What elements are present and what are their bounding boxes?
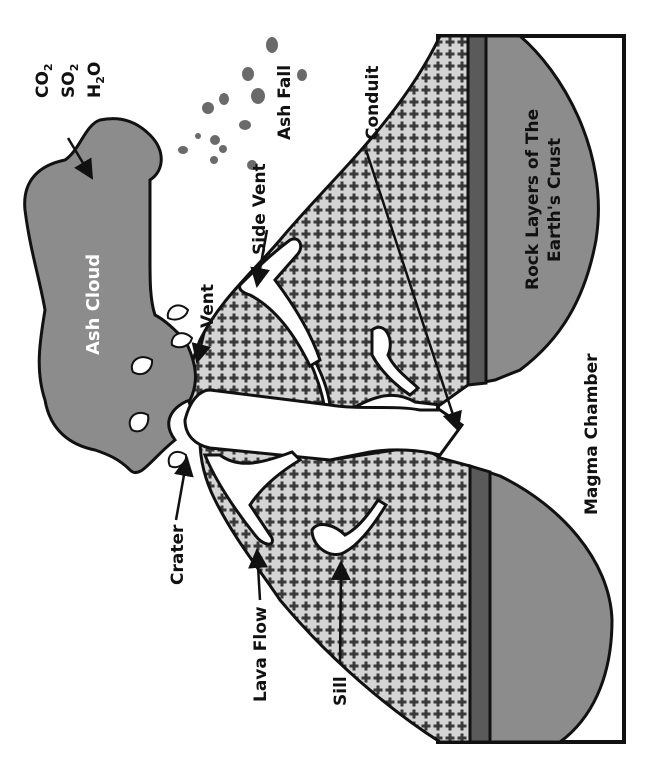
crater-arrow [174, 456, 194, 521]
lava-flow-arrow [248, 548, 269, 601]
ash-cloud [23, 117, 197, 475]
rock-layers-bottom [468, 463, 614, 744]
side-vent-label: Side Vent [250, 163, 270, 255]
vent-label: Vent [198, 284, 218, 328]
sill-upper [370, 326, 421, 397]
co2-label: CO2 [33, 63, 55, 98]
rock-layers-top [466, 34, 600, 387]
crater-label: Crater [168, 524, 188, 585]
ash-fall-label: Ash Fall [275, 65, 295, 140]
ash-cloud-label: Ash Cloud [83, 254, 104, 355]
rock-layers-label-line2: Earth's Crust [545, 138, 565, 262]
h2o-label: H2O [85, 62, 107, 98]
gas-arrow [66, 137, 94, 180]
volcano-cone-upper [186, 34, 470, 412]
conduit-arrow [364, 149, 462, 432]
conduit-label: Conduit [363, 66, 383, 140]
label-arrows [66, 137, 462, 665]
vent-arrow [191, 329, 212, 364]
rock-layers-label-line1: Rock Layers of The [523, 109, 543, 290]
lava-flow-label: Lava Flow [251, 606, 271, 702]
sill-label: Sill [331, 676, 351, 706]
svg-text:CO2: CO2 [33, 63, 55, 98]
sill-arrow [330, 560, 351, 665]
svg-text:H2O: H2O [85, 62, 107, 98]
magma-chamber-label: Magma Chamber [582, 353, 602, 515]
lava-flow-channel [202, 450, 303, 546]
sill-lower [310, 497, 389, 556]
side-vent-arrow [250, 229, 271, 288]
ash-fall-particles [178, 37, 307, 170]
svg-text:SO2: SO2 [59, 64, 81, 98]
so2-label: SO2 [59, 64, 81, 98]
